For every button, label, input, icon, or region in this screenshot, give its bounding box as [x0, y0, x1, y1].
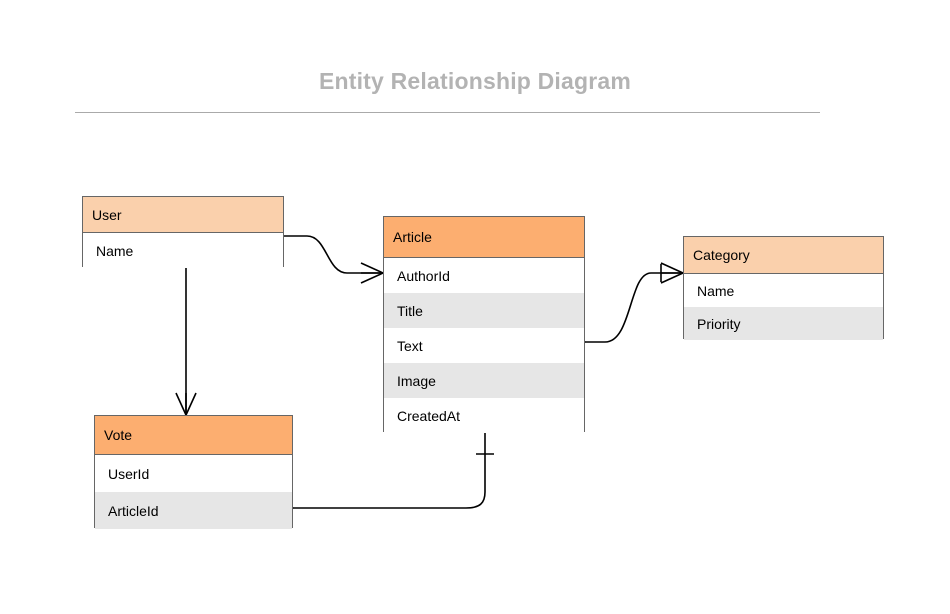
cardinality-many-to-user-article-leg-0 [360, 262, 384, 274]
relationship-line [284, 235, 383, 274]
entity-header-vote: Vote [95, 416, 292, 455]
entity-header-user: User [83, 197, 283, 233]
relationship-line [585, 272, 683, 343]
entity-attribute-row[interactable]: Title [384, 293, 584, 328]
entity-attribute-row[interactable]: ArticleId [95, 492, 292, 529]
cardinality-many-to-article-category-leg-1 [660, 272, 684, 284]
page-title: Entity Relationship Diagram [318, 68, 632, 94]
entity-attribute-row[interactable]: Name [684, 274, 883, 307]
entity-attribute-row[interactable]: AuthorId [384, 258, 584, 293]
relationship-line [293, 432, 486, 509]
cardinality-many-to-user-vote-leg-1 [185, 392, 197, 416]
relationship-user-vote[interactable] [175, 244, 197, 416]
relationship-vote-article[interactable] [270, 432, 494, 519]
title-divider [75, 112, 820, 113]
entity-attribute-row[interactable]: Image [384, 363, 584, 398]
cardinality-many-to-user-article-leg-1 [360, 272, 384, 284]
cardinality-many-to-article-category-leg-0 [660, 262, 684, 274]
cardinality-many-to-user-vote-leg-0 [175, 392, 187, 416]
entity-attribute-row[interactable]: Text [384, 328, 584, 363]
entity-attribute-row[interactable]: UserId [95, 455, 292, 492]
entity-attribute-row[interactable]: CreatedAt [384, 398, 584, 433]
entity-header-category: Category [684, 237, 883, 274]
entity-header-article: Article [384, 217, 584, 258]
entity-attribute-row[interactable]: Name [83, 233, 283, 268]
entity-attribute-row[interactable]: Priority [684, 307, 883, 340]
